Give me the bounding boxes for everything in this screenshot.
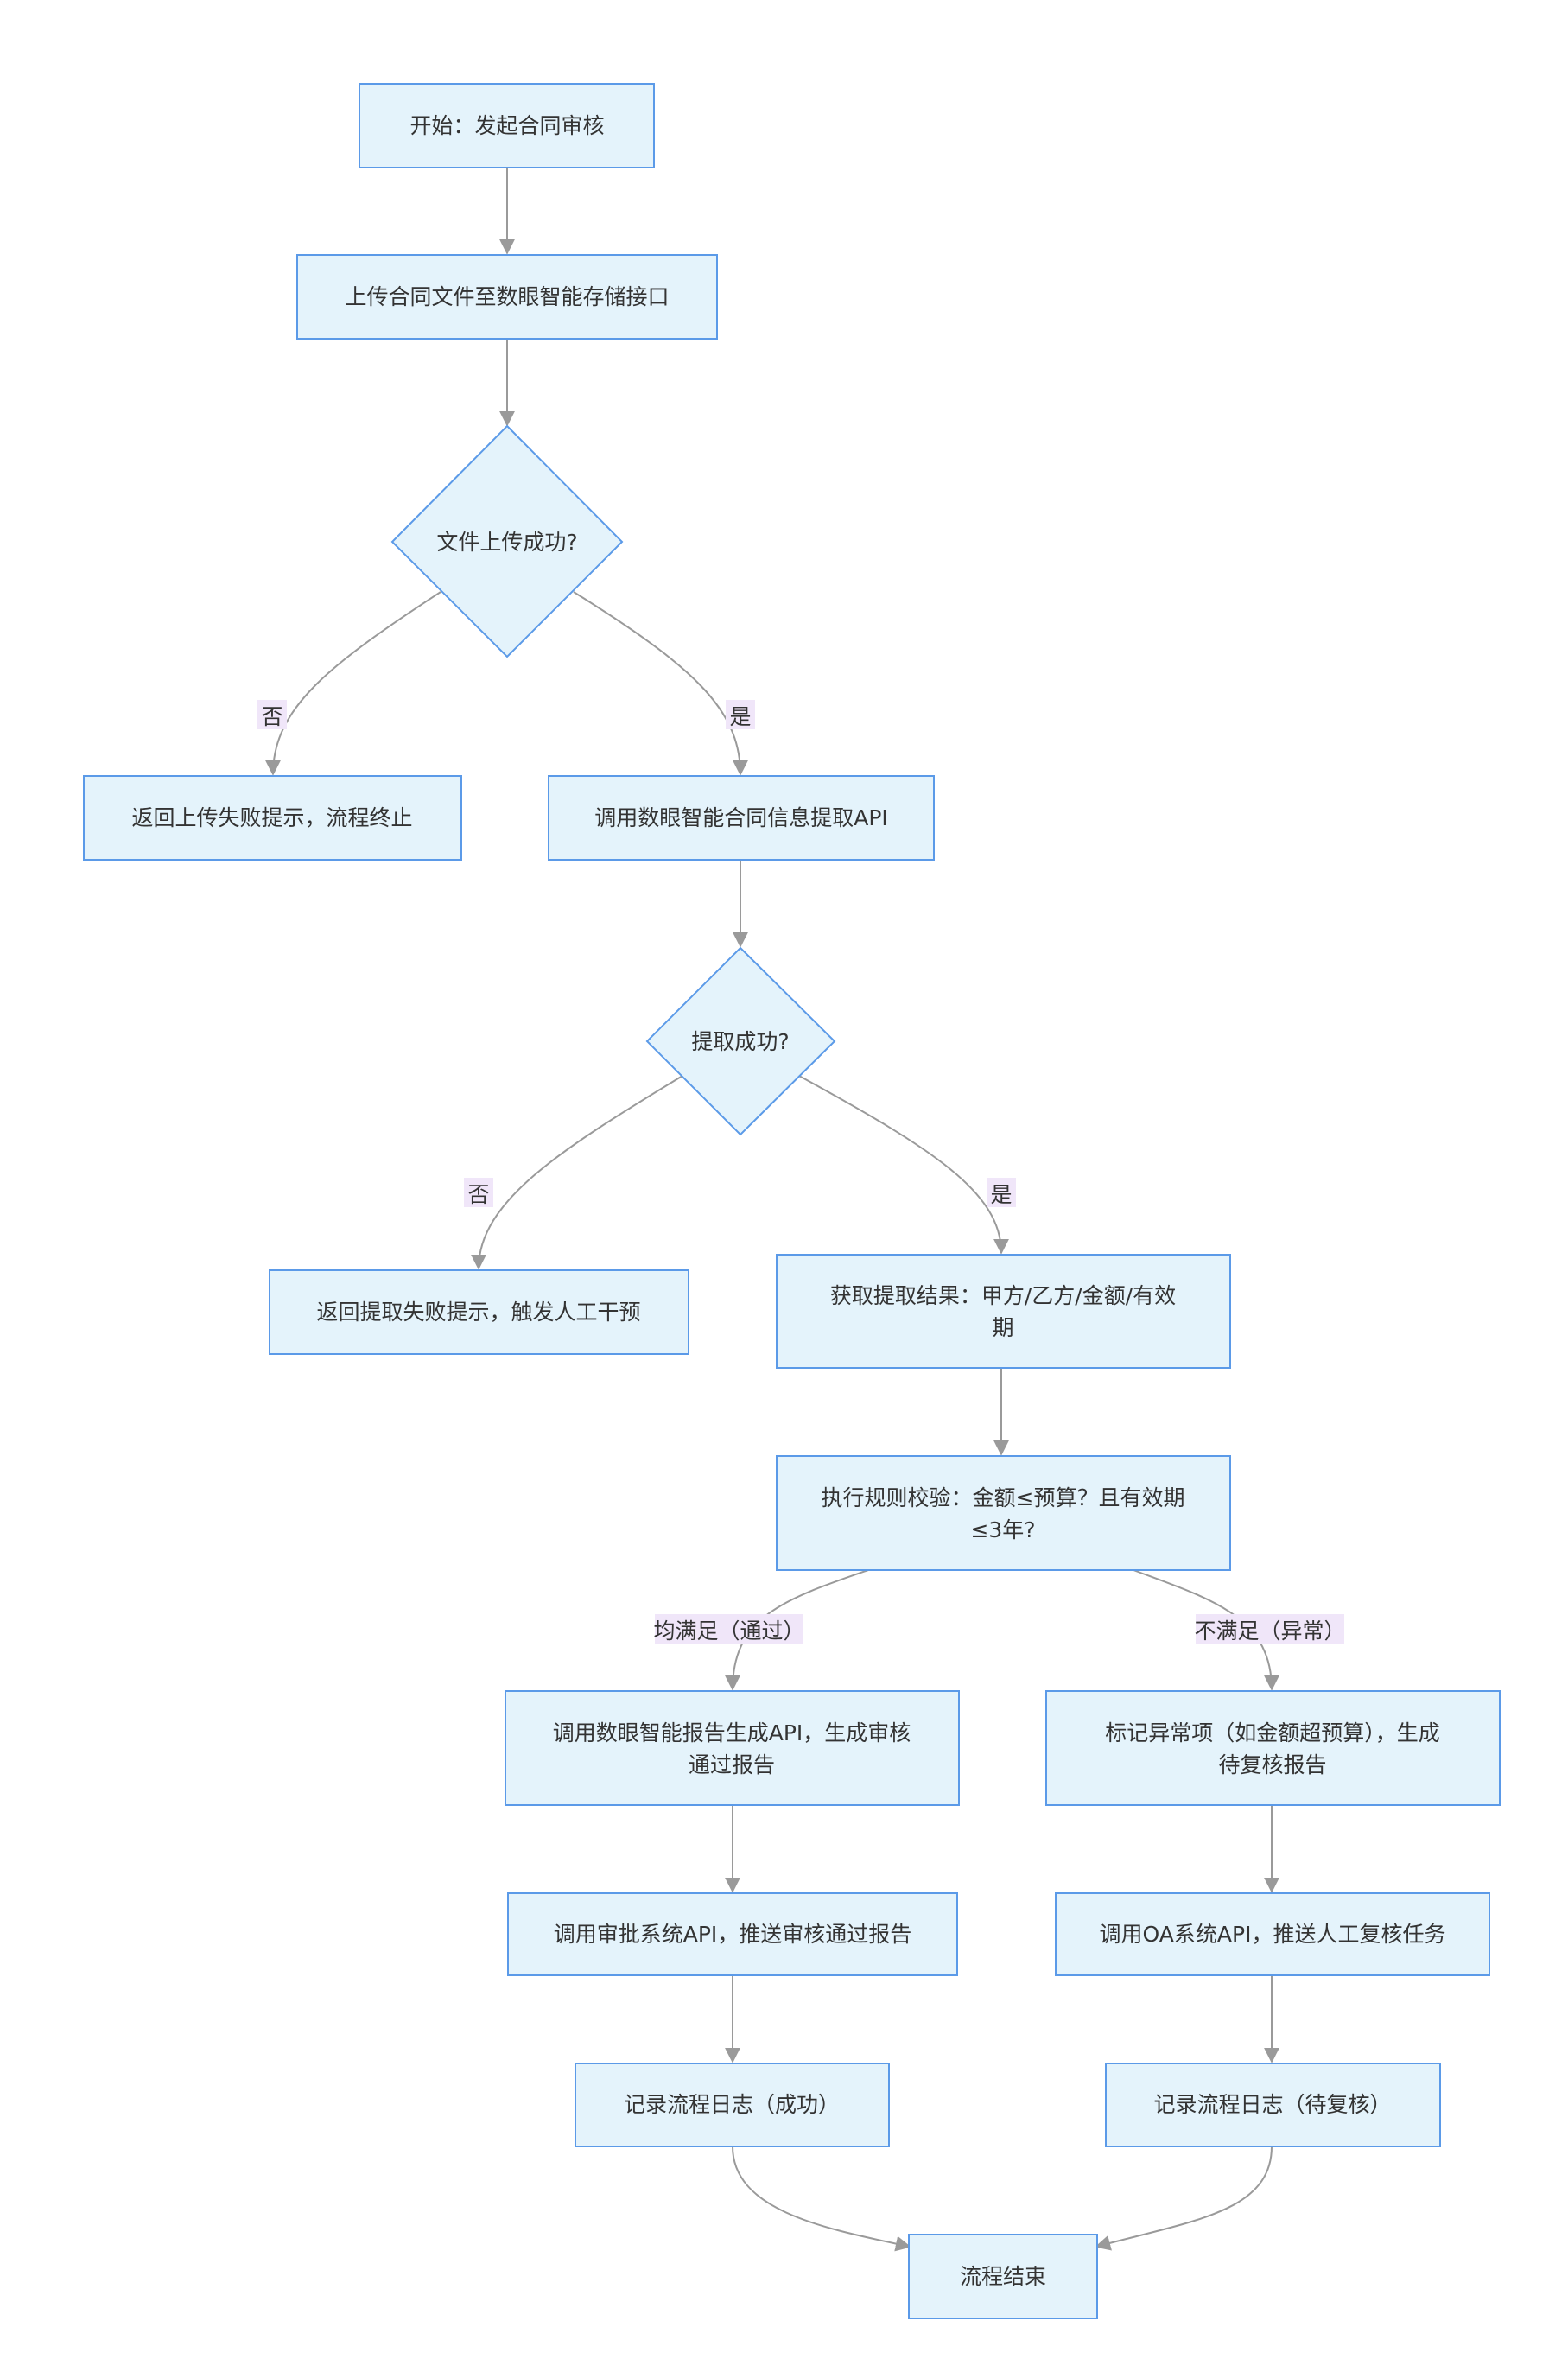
svg-text:是: 是 xyxy=(729,704,751,729)
svg-text:提取成功?: 提取成功? xyxy=(691,1029,789,1054)
edge-label-check-fail: 不满足（异常） xyxy=(1194,1614,1346,1644)
svg-text:返回提取失败提示，触发人工干预: 返回提取失败提示，触发人工干预 xyxy=(316,1300,640,1325)
svg-text:否: 否 xyxy=(467,1182,489,1207)
node-upload: 上传合同文件至数眼智能存储接口 xyxy=(296,254,718,340)
edge-label-upload-yes: 是 xyxy=(726,700,755,729)
node-end: 流程结束 xyxy=(908,2234,1098,2319)
svg-text:是: 是 xyxy=(990,1182,1012,1207)
edge-labels: 否 是 否 是 均满足（通过） 不满足（异常） xyxy=(257,700,1346,1644)
svg-text:通过报告: 通过报告 xyxy=(689,1752,775,1777)
edge-label-upload-no: 否 xyxy=(257,700,287,729)
node-extract-fail: 返回提取失败提示，触发人工干预 xyxy=(269,1269,689,1355)
svg-text:记录流程日志（成功）: 记录流程日志（成功） xyxy=(624,2092,840,2117)
edge-extractok-fail xyxy=(471,1075,683,1270)
node-start: 开始：发起合同审核 xyxy=(359,83,655,168)
node-upload-fail: 返回上传失败提示，流程终止 xyxy=(83,775,462,861)
edge-label-check-pass: 均满足（通过） xyxy=(653,1614,805,1644)
svg-text:否: 否 xyxy=(261,704,282,729)
svg-text:调用数眼智能合同信息提取API: 调用数眼智能合同信息提取API xyxy=(594,805,888,830)
edge-extractok-result xyxy=(798,1075,1009,1255)
nodes: 开始：发起合同审核 上传合同文件至数眼智能存储接口 文件上传成功? 返回上传失败… xyxy=(83,83,1501,2319)
svg-text:流程结束: 流程结束 xyxy=(960,2264,1046,2289)
svg-text:调用数眼智能报告生成API，生成审核: 调用数眼智能报告生成API，生成审核 xyxy=(553,1720,911,1745)
svg-text:≤3年?: ≤3年? xyxy=(970,1517,1035,1542)
svg-text:期: 期 xyxy=(992,1315,1013,1340)
node-oa-api: 调用OA系统API，推送人工复核任务 xyxy=(1055,1892,1490,1976)
edge-logpending-end xyxy=(1095,2146,1273,2251)
svg-text:获取提取结果：甲方/乙方/金额/有效: 获取提取结果：甲方/乙方/金额/有效 xyxy=(830,1283,1176,1308)
node-rule-check: 执行规则校验：金额≤预算？且有效期 ≤3年? xyxy=(776,1455,1231,1571)
svg-text:不满足（异常）: 不满足（异常） xyxy=(1194,1618,1345,1644)
svg-text:上传合同文件至数眼智能存储接口: 上传合同文件至数眼智能存储接口 xyxy=(345,284,669,309)
node-log-success: 记录流程日志（成功） xyxy=(575,2063,890,2147)
svg-text:返回上传失败提示，流程终止: 返回上传失败提示，流程终止 xyxy=(131,805,412,830)
edge-rule-report xyxy=(725,1569,869,1691)
edge-label-extract-no: 否 xyxy=(464,1178,493,1207)
svg-text:调用审批系统API，推送审核通过报告: 调用审批系统API，推送审核通过报告 xyxy=(554,1922,912,1947)
edge-check-uploadfail xyxy=(265,591,441,776)
edge-check-extractapi xyxy=(573,591,748,776)
node-get-result: 获取提取结果：甲方/乙方/金额/有效 期 xyxy=(776,1254,1231,1369)
svg-text:开始：发起合同审核: 开始：发起合同审核 xyxy=(409,113,604,138)
edge-logsuccess-end xyxy=(732,2146,911,2252)
node-mark-abnormal: 标记异常项（如金额超预算），生成 待复核报告 xyxy=(1045,1690,1501,1806)
node-extract-ok-decision: 提取成功? xyxy=(645,946,836,1136)
edge-label-extract-yes: 是 xyxy=(987,1178,1016,1207)
svg-text:均满足（通过）: 均满足（通过） xyxy=(653,1618,804,1644)
edges xyxy=(265,168,1279,2252)
node-report-api: 调用数眼智能报告生成API，生成审核 通过报告 xyxy=(505,1690,960,1806)
node-log-pending: 记录流程日志（待复核） xyxy=(1105,2063,1441,2147)
svg-text:标记异常项（如金额超预算），生成: 标记异常项（如金额超预算），生成 xyxy=(1105,1720,1440,1745)
node-extract-api: 调用数眼智能合同信息提取API xyxy=(548,775,935,861)
svg-text:待复核报告: 待复核报告 xyxy=(1218,1752,1326,1777)
svg-text:执行规则校验：金额≤预算？且有效期: 执行规则校验：金额≤预算？且有效期 xyxy=(822,1485,1185,1510)
svg-text:记录流程日志（待复核）: 记录流程日志（待复核） xyxy=(1153,2092,1391,2117)
node-approval-api: 调用审批系统API，推送审核通过报告 xyxy=(507,1892,958,1976)
edge-rule-abnormal xyxy=(1133,1569,1279,1691)
node-upload-ok-decision: 文件上传成功? xyxy=(390,424,624,658)
svg-text:调用OA系统API，推送人工复核任务: 调用OA系统API，推送人工复核任务 xyxy=(1100,1922,1446,1947)
svg-text:文件上传成功?: 文件上传成功? xyxy=(436,530,577,555)
